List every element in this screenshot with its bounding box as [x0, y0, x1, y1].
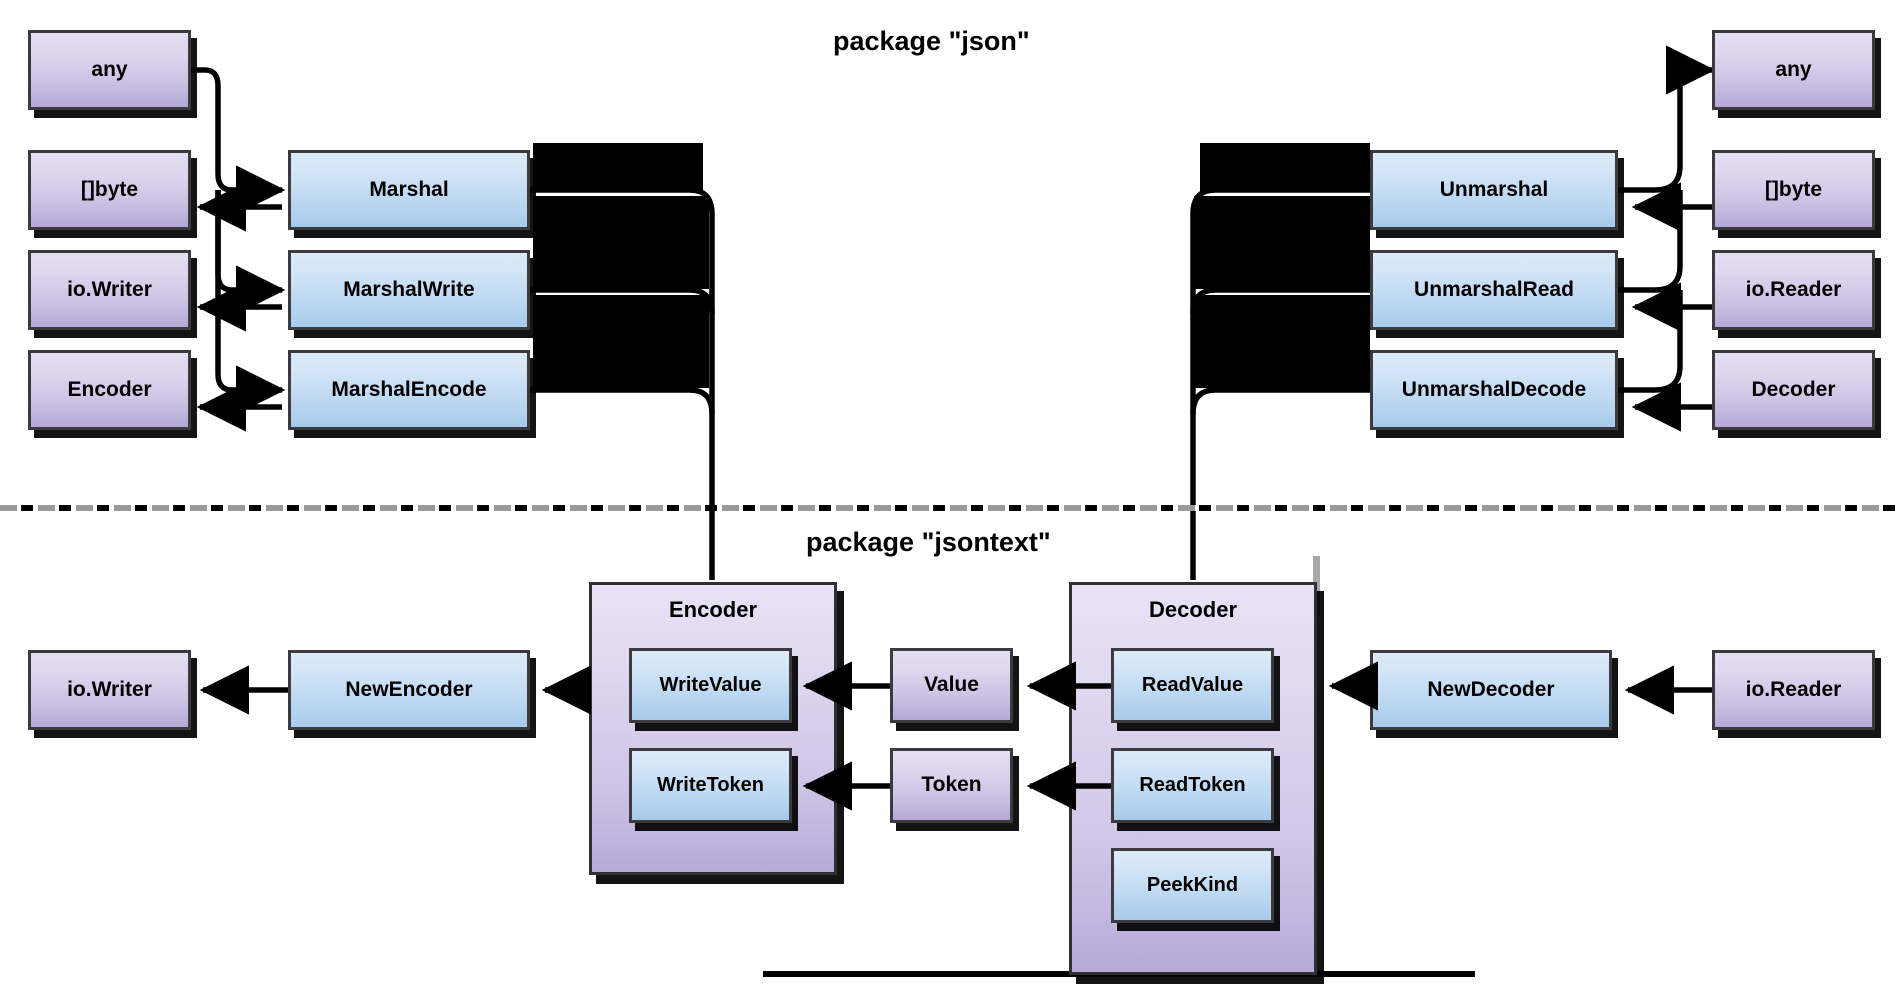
method-box-writetoken[interactable]: WriteToken — [629, 748, 792, 823]
node-label: any — [91, 57, 128, 81]
render-artifact-left-3 — [533, 295, 709, 388]
type-box-iowriter-bottom[interactable]: io.Writer — [28, 650, 191, 730]
node-label: MarshalEncode — [331, 377, 487, 401]
method-box-writevalue[interactable]: WriteValue — [629, 648, 792, 723]
node-label: NewEncoder — [345, 677, 473, 701]
func-box-unmarshalread[interactable]: UnmarshalRead — [1370, 250, 1618, 330]
type-box-decoder-top[interactable]: Decoder — [1712, 350, 1875, 430]
node-label: Value — [924, 673, 979, 697]
container-title-encoder: Encoder — [668, 597, 758, 622]
method-box-readvalue[interactable]: ReadValue — [1111, 648, 1274, 723]
node-label: ReadValue — [1141, 674, 1244, 696]
section-title-json: package "json" — [833, 26, 1030, 56]
func-box-unmarshaldecode[interactable]: UnmarshalDecode — [1370, 350, 1618, 430]
render-artifact-left-2 — [533, 196, 709, 289]
render-artifact-left-1 — [533, 143, 703, 191]
node-label: NewDecoder — [1427, 677, 1555, 701]
type-box-any-right[interactable]: any — [1712, 30, 1875, 110]
type-box-ioreader-top[interactable]: io.Reader — [1712, 250, 1875, 330]
type-box-token[interactable]: Token — [890, 748, 1013, 823]
type-box-encoder-top[interactable]: Encoder — [28, 350, 191, 430]
package-divider — [0, 505, 1900, 511]
node-label: WriteToken — [656, 774, 765, 796]
node-label: ReadToken — [1139, 774, 1246, 796]
render-artifact-right-1 — [1200, 143, 1370, 191]
node-label: WriteValue — [659, 674, 762, 696]
node-label: Unmarshal — [1439, 177, 1549, 201]
render-artifact-right-2 — [1194, 196, 1370, 289]
func-box-marshalencode[interactable]: MarshalEncode — [288, 350, 530, 430]
node-label: []byte — [1764, 177, 1823, 201]
container-encoder[interactable]: Encoder — [589, 582, 837, 875]
node-label: Decoder — [1751, 377, 1836, 401]
node-label: io.Reader — [1745, 277, 1842, 301]
method-box-readtoken[interactable]: ReadToken — [1111, 748, 1274, 823]
node-label: Encoder — [67, 377, 152, 401]
func-box-newencoder[interactable]: NewEncoder — [288, 650, 530, 730]
node-label: io.Writer — [67, 677, 152, 701]
node-label: UnmarshalDecode — [1401, 377, 1587, 401]
node-label: UnmarshalRead — [1414, 277, 1574, 301]
node-label: PeekKind — [1146, 874, 1239, 896]
node-label: Marshal — [369, 177, 449, 201]
type-box-value[interactable]: Value — [890, 648, 1013, 723]
func-box-marshalwrite[interactable]: MarshalWrite — [288, 250, 530, 330]
type-box-ioreader-bottom[interactable]: io.Reader — [1712, 650, 1875, 730]
container-title-decoder: Decoder — [1148, 597, 1238, 622]
node-label: Token — [921, 773, 982, 797]
type-box-any-left[interactable]: any — [28, 30, 191, 110]
node-label: []byte — [80, 177, 139, 201]
section-title-jsontext: package "jsontext" — [806, 527, 1051, 557]
type-box-bytes-right[interactable]: []byte — [1712, 150, 1875, 230]
node-label: io.Writer — [67, 277, 152, 301]
method-box-peekkind[interactable]: PeekKind — [1111, 848, 1274, 923]
func-box-unmarshal[interactable]: Unmarshal — [1370, 150, 1618, 230]
func-box-newdecoder[interactable]: NewDecoder — [1370, 650, 1612, 730]
func-box-marshal[interactable]: Marshal — [288, 150, 530, 230]
node-label: MarshalWrite — [343, 277, 475, 301]
node-label: io.Reader — [1745, 677, 1842, 701]
type-box-bytes-left[interactable]: []byte — [28, 150, 191, 230]
render-artifact-right-3 — [1194, 295, 1370, 388]
node-label: any — [1775, 57, 1812, 81]
type-box-iowriter-top[interactable]: io.Writer — [28, 250, 191, 330]
